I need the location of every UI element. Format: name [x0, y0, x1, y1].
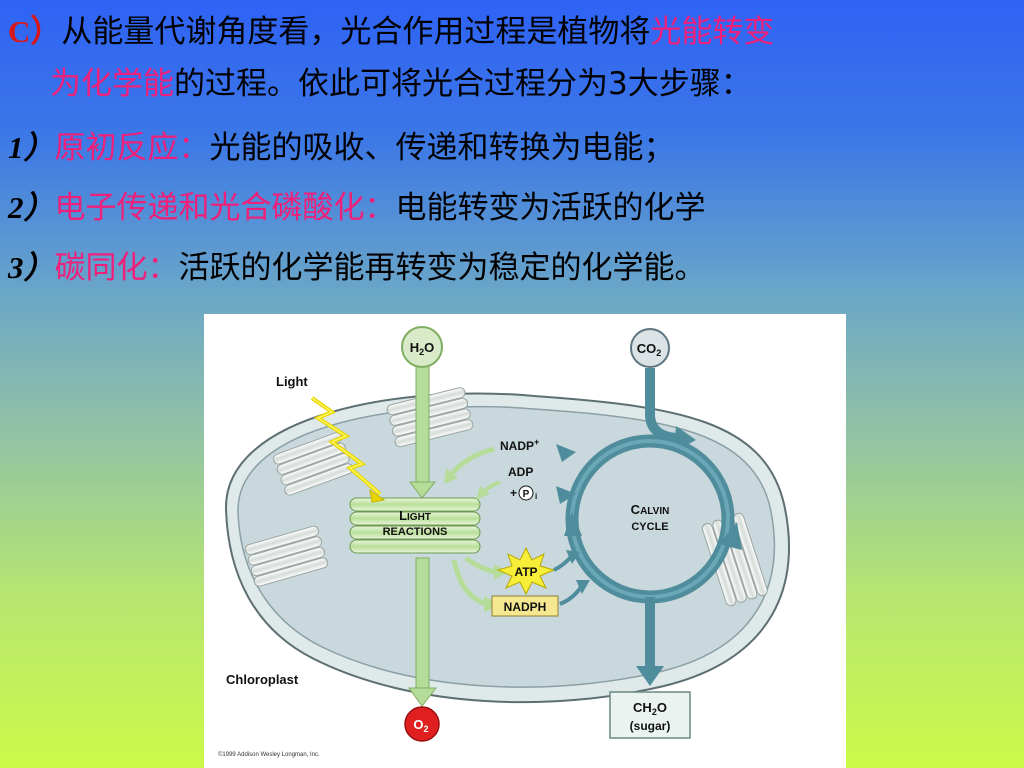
o2-arrow-head [408, 687, 438, 707]
atp-to-calvin-arrow [553, 556, 572, 572]
step-3-title: 碳同化： [54, 250, 179, 286]
intro-highlight-2: 为化学能 [50, 66, 174, 102]
light-bolt-2 [311, 397, 381, 495]
sugar-name: (sugar) [630, 719, 671, 733]
granum-upper-left [272, 432, 354, 496]
light-reactions-line-1: LIGHT [399, 508, 431, 523]
atp-forward-head [494, 564, 508, 580]
adp-return-head [476, 486, 490, 500]
phosphate-icon [518, 485, 534, 501]
step-1-number: 1） [8, 130, 55, 165]
nadp-return-head [444, 468, 458, 484]
step-1-desc: 光能的吸收、传递和转换为电能； [209, 130, 675, 166]
step-1: 1）原初反应：光能的吸收、传递和转换为电能； [8, 128, 675, 168]
h2o-label: H2O [410, 340, 435, 357]
intro-prefix: C） [8, 14, 62, 49]
nadph-label: NADPH [504, 600, 547, 614]
o2-label: O2 [413, 717, 428, 734]
calvin-arrowhead-left [564, 512, 582, 536]
o2-molecule [404, 706, 440, 742]
granum-lower-left [244, 525, 329, 587]
h2o-arrow-head [409, 481, 437, 499]
co2-arrow [645, 368, 681, 443]
atp-to-calvin-head [566, 550, 580, 564]
photosynthesis-figure: LIGHT REACTIONS Light H2O O2 CO2 CALVIN … [204, 314, 846, 768]
pi-plus: + [510, 486, 517, 500]
step-2-number: 2） [8, 190, 55, 225]
calvin-line-1: CALVIN [631, 502, 670, 517]
intro-text-after: 的过程。依此可将光合过程分为3大步骤： [174, 66, 752, 102]
copyright-text: ©1999 Addison Wesley Longman, Inc. [218, 751, 320, 758]
atp-forward-arrow [464, 556, 497, 575]
nadph-forward-arrow [451, 559, 487, 607]
h2o-molecule [401, 326, 443, 368]
atp-label: ATP [514, 565, 537, 579]
step-2-desc: 电能转变为活跃的化学 [395, 190, 706, 226]
co2-molecule [630, 328, 670, 368]
atp-burst [496, 546, 556, 596]
light-reactions-line-2: REACTIONS [383, 526, 448, 538]
pi-subscript: i [535, 492, 537, 501]
step-2-title: 电子传递和光合磷酸化： [54, 190, 396, 226]
light-reactions-granum [349, 497, 481, 554]
sugar-arrow-head [636, 666, 664, 686]
nadph-to-calvin-head [576, 580, 590, 594]
o2-arrow-shaft [415, 557, 430, 693]
calvin-arrowhead-right [719, 522, 742, 550]
h2o-arrow-shaft [415, 365, 430, 487]
chloroplast-label: Chloroplast [226, 672, 299, 687]
nadp-return-arrow [448, 446, 495, 478]
step-2: 2）电子传递和光合磷酸化：电能转变为活跃的化学 [8, 188, 706, 228]
photosynthesis-diagram: LIGHT REACTIONS Light H2O O2 CO2 CALVIN … [218, 326, 791, 758]
step-3-number: 3） [8, 250, 55, 285]
light-label: Light [276, 374, 308, 389]
intro-text-before: 从能量代谢角度看，光合作用过程是植物将 [61, 14, 651, 50]
nadp-label: NADP+ [500, 437, 539, 453]
nadph-box [491, 595, 559, 617]
adp-label: ADP [508, 465, 533, 479]
light-bolt-head [369, 488, 386, 503]
sugar-formula: CH2O [633, 700, 667, 717]
sugar-box [609, 691, 691, 739]
calvin-to-nadp-arrow [556, 444, 576, 462]
co2-label: CO2 [637, 341, 662, 358]
intro-line-1: C）从能量代谢角度看，光合作用过程是植物将光能转变 [8, 12, 774, 52]
calvin-line-2: CYCLE [631, 521, 668, 533]
step-1-title: 原初反应： [54, 130, 210, 166]
pi-symbol: P [523, 489, 530, 500]
intro-highlight-1: 光能转变 [650, 14, 775, 50]
calvin-to-adp-arrow [556, 486, 576, 504]
step-3-desc: 活跃的化学能再转变为稳定的化学能。 [178, 250, 706, 286]
intro-line-2: 为化学能的过程。依此可将光合过程分为3大步骤： [50, 64, 752, 104]
step-3: 3）碳同化：活跃的化学能再转变为稳定的化学能。 [8, 248, 706, 288]
